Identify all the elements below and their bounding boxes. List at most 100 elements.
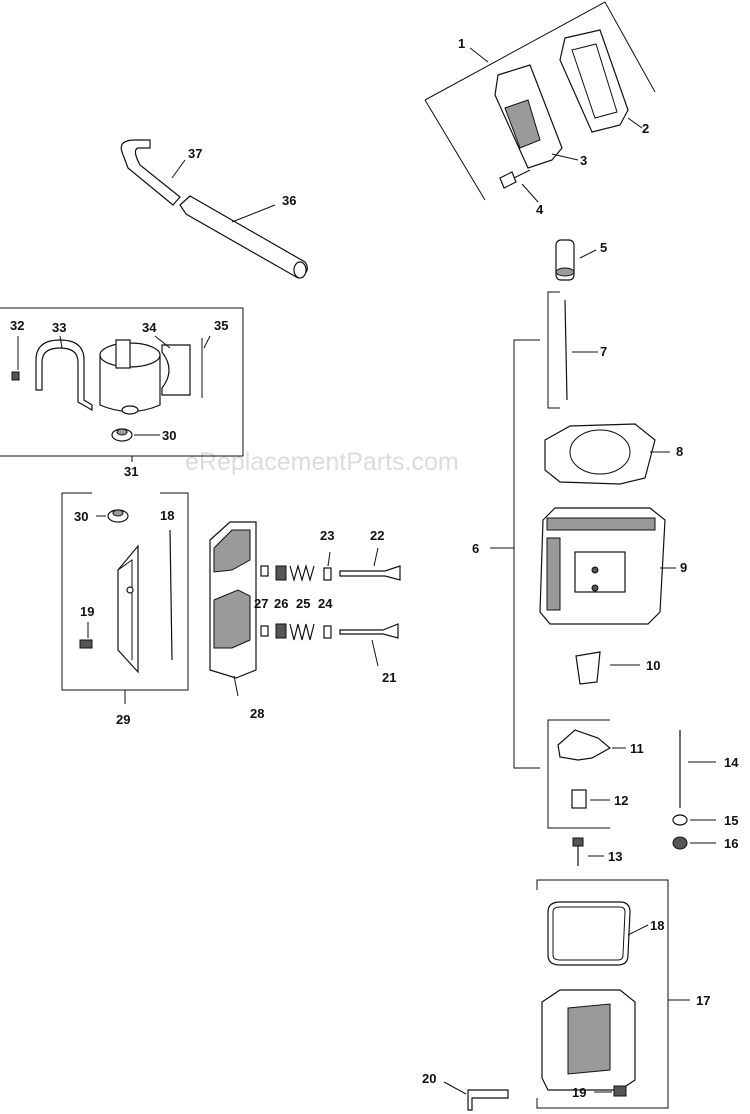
callout-36: 36 <box>282 193 296 208</box>
keeper-top <box>260 565 269 577</box>
callout-12: 12 <box>614 793 628 808</box>
group-bracket-6 <box>513 339 540 769</box>
baffle-edge <box>117 559 133 660</box>
head-9-fin-side <box>546 537 561 611</box>
callout-9: 9 <box>680 560 687 575</box>
callout-2: 2 <box>642 121 649 136</box>
callout-7: 7 <box>600 344 607 359</box>
rocker-arm-11 <box>557 729 612 761</box>
callout-30b: 30 <box>74 509 88 524</box>
grommet-30a-hole <box>116 428 128 436</box>
breather-screw-shank <box>513 169 531 179</box>
seal-top <box>323 567 332 581</box>
air-guard-group <box>0 307 244 462</box>
leader-37 <box>171 159 186 179</box>
callout-26: 26 <box>274 596 288 611</box>
callout-18a: 18 <box>160 508 174 523</box>
baffle-plate <box>117 544 139 674</box>
leader-20 <box>443 1081 467 1095</box>
leader-33 <box>59 335 63 349</box>
head-fins-top <box>213 529 251 573</box>
valve-guide-10 <box>575 651 601 685</box>
callout-labels: 1 2 3 4 5 6 7 8 9 10 11 12 13 14 15 16 1… <box>10 36 739 1100</box>
saddle-34 <box>161 344 191 396</box>
gasket-bore <box>569 429 631 475</box>
callout-25: 25 <box>296 596 310 611</box>
seal-bottom <box>323 625 332 639</box>
callout-21: 21 <box>382 670 396 685</box>
group-bracket-17 <box>536 879 669 1109</box>
screw-19a <box>79 639 93 649</box>
callout-19b: 19 <box>572 1085 586 1100</box>
watermark: eReplacementParts.com <box>185 448 459 476</box>
callout-16: 16 <box>724 836 738 851</box>
elbow-hose <box>120 139 181 206</box>
callout-4: 4 <box>536 202 544 217</box>
breather-hose-group <box>120 139 308 279</box>
grommet-30b-hole <box>112 509 124 517</box>
leader-3 <box>551 153 579 161</box>
screw-32 <box>11 371 20 381</box>
callout-3: 3 <box>580 153 587 168</box>
callout-11: 11 <box>630 741 644 756</box>
cover-gasket-18 <box>547 901 631 966</box>
valve-cover-badge <box>567 1003 611 1075</box>
cap-bottom <box>275 623 287 639</box>
leader-18b <box>627 924 649 936</box>
callout-17: 17 <box>696 993 710 1008</box>
spring-top <box>289 563 315 583</box>
valve-22 <box>339 565 401 581</box>
group-bracket-1 <box>424 1 656 201</box>
breather-screw-head <box>499 171 517 189</box>
callout-8: 8 <box>676 444 683 459</box>
head-9-stud-b <box>591 584 599 592</box>
callout-24: 24 <box>318 596 333 611</box>
cap-top <box>275 565 287 581</box>
u-clamp <box>35 339 93 412</box>
breather-cover-inner <box>571 43 618 119</box>
right-column-group <box>490 239 716 866</box>
leader-36 <box>231 204 276 223</box>
valve-21 <box>339 623 399 639</box>
callout-34: 34 <box>142 320 157 335</box>
leader-34 <box>154 335 171 349</box>
group-bracket-31 <box>0 307 244 457</box>
callout-10: 10 <box>646 658 660 673</box>
leader-2 <box>627 117 643 129</box>
leader-5 <box>579 249 597 259</box>
callout-5: 5 <box>600 240 607 255</box>
callout-35: 35 <box>214 318 228 333</box>
guard-outlet <box>121 405 139 415</box>
callout-31: 31 <box>124 464 138 479</box>
callout-32: 32 <box>10 318 24 333</box>
lifter-band <box>555 267 575 277</box>
callout-13: 13 <box>608 849 622 864</box>
callout-15: 15 <box>724 813 738 828</box>
cover-gasket-inner <box>552 906 626 961</box>
valve-cover-group <box>443 879 690 1111</box>
callout-1: 1 <box>458 36 465 51</box>
callout-27: 27 <box>254 596 268 611</box>
head-gasket <box>544 423 656 485</box>
callout-6: 6 <box>472 541 479 556</box>
straight-hose <box>179 195 308 279</box>
bracket-20 <box>467 1089 509 1111</box>
callout-22: 22 <box>370 528 384 543</box>
leader-21 <box>371 639 379 667</box>
leader-22 <box>373 547 379 567</box>
callout-14: 14 <box>724 755 739 770</box>
spring-bottom <box>289 623 315 641</box>
baffle-group <box>61 492 189 704</box>
keeper-bottom <box>260 625 269 637</box>
callout-18b: 18 <box>650 918 664 933</box>
leader-4 <box>521 183 539 203</box>
pivot-12 <box>571 789 587 809</box>
head-9-port <box>574 551 626 593</box>
breather-boss <box>504 99 541 149</box>
group-bracket-11-12 <box>547 719 610 829</box>
bracket-7 <box>547 291 560 409</box>
callout-28: 28 <box>250 706 264 721</box>
callout-23: 23 <box>320 528 334 543</box>
callout-19a: 19 <box>80 604 94 619</box>
